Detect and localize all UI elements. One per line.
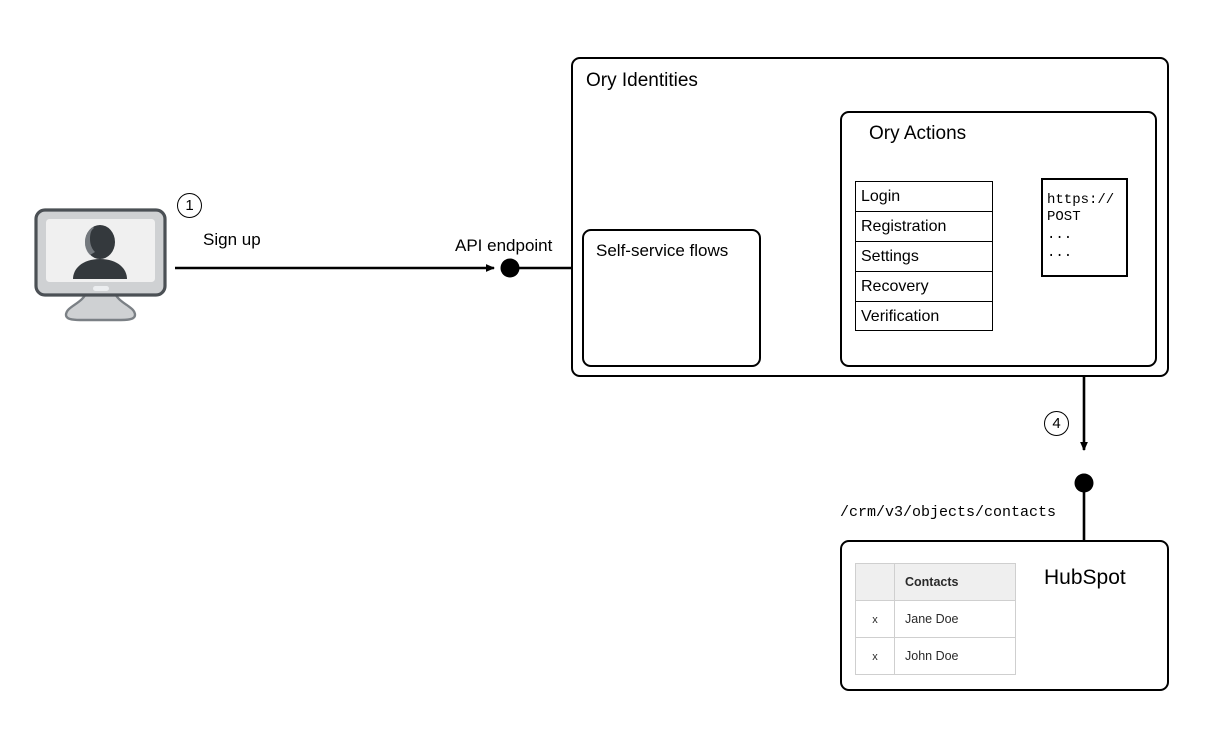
- webhook-line-3: ...: [1047, 227, 1073, 243]
- flow-list-item-recovery[interactable]: Recovery: [856, 272, 992, 302]
- table-cell-select-label: x: [872, 651, 878, 663]
- flow-list-item-registration[interactable]: Registration: [856, 212, 992, 242]
- table-header-contacts-label: Contacts: [905, 575, 959, 589]
- step-marker-4-label: 4: [1052, 415, 1061, 432]
- flow-list-item-login-label: Login: [861, 187, 901, 205]
- flow-list-item-verification-label: Verification: [861, 308, 940, 325]
- flow-list-item-settings-label: Settings: [861, 247, 919, 265]
- self-service-flows-box: [582, 229, 761, 367]
- flow-list-item-settings[interactable]: Settings: [856, 242, 992, 272]
- table-cell-name: John Doe: [894, 637, 1016, 675]
- ory-identities-title: Ory Identities: [586, 70, 698, 91]
- table-row[interactable]: x Jane Doe: [855, 600, 1016, 638]
- self-service-flows-title: Self-service flows: [596, 241, 729, 260]
- flow-list-item-recovery-label: Recovery: [861, 277, 929, 295]
- webhook-line-1: https://: [1047, 192, 1115, 208]
- table-row[interactable]: x John Doe: [855, 637, 1016, 675]
- flow-list-item-login[interactable]: Login: [856, 182, 992, 212]
- table-header-select: [855, 563, 895, 601]
- table-cell-select[interactable]: x: [855, 637, 895, 675]
- hubspot-title: HubSpot: [1044, 566, 1126, 589]
- signup-label: Sign up: [203, 230, 261, 249]
- step-marker-4: 4: [1044, 411, 1069, 436]
- table-header-row: Contacts: [855, 563, 1016, 601]
- webhook-line-4: ...: [1047, 245, 1073, 261]
- table-cell-select[interactable]: x: [855, 600, 895, 638]
- hubspot-endpoint-path: /crm/v3/objects/contacts: [840, 504, 1057, 521]
- step-marker-1-label: 1: [185, 197, 194, 214]
- webhook-line-2: POST: [1047, 209, 1081, 225]
- flow-list-item-registration-label: Registration: [861, 217, 947, 235]
- contacts-table: Contacts x Jane Doe x John Doe: [855, 563, 1016, 675]
- api-endpoint-connector: [500, 258, 572, 278]
- table-cell-name-label: Jane Doe: [905, 612, 959, 626]
- ory-actions-flow-list: Login Registration Settings Recovery Ver…: [855, 181, 993, 331]
- webhook-payload-box: [1041, 178, 1128, 277]
- api-endpoint-label: API endpoint: [455, 236, 553, 255]
- table-cell-name-label: John Doe: [905, 649, 959, 663]
- ory-actions-title: Ory Actions: [869, 123, 967, 144]
- table-header-contacts: Contacts: [894, 563, 1016, 601]
- flow-list-item-verification[interactable]: Verification: [856, 302, 992, 332]
- table-cell-name: Jane Doe: [894, 600, 1016, 638]
- table-cell-select-label: x: [872, 614, 878, 626]
- monitor-user-icon: [34, 208, 167, 322]
- step-marker-1: 1: [177, 193, 202, 218]
